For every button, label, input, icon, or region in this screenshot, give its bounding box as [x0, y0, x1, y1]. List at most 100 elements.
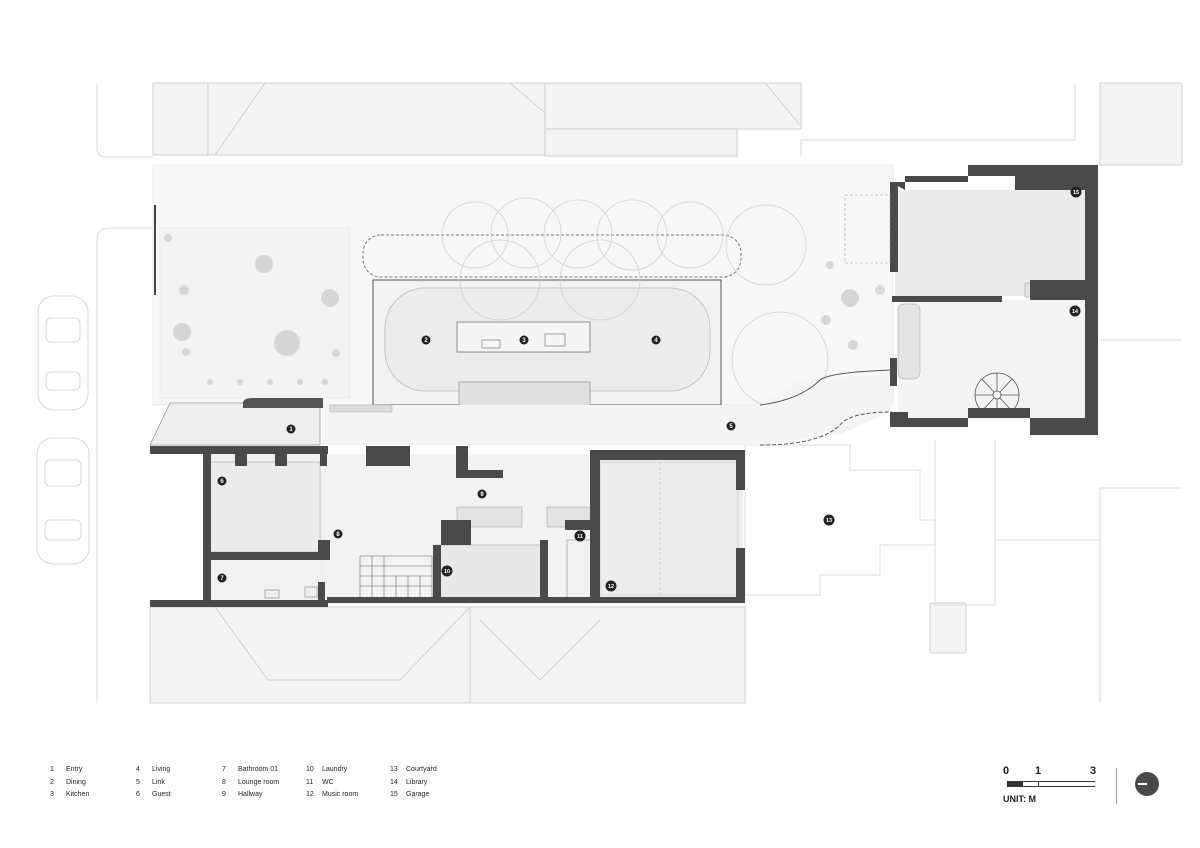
legend-label: Living	[152, 766, 171, 773]
legend-item: 8 Lounge room	[222, 777, 312, 790]
neighbour-buildings-north	[152, 82, 1183, 166]
shrub-icon	[164, 234, 885, 385]
legend-number: 8	[222, 778, 226, 786]
legend-item: 12 Music room	[306, 789, 396, 802]
room-marker-label: 8	[336, 532, 340, 538]
room-legend: 1 Entry 2 Dining 3 Kitchen 4 Living 5 Link 6 Guest 7…	[50, 764, 470, 804]
room-marker-label: 13	[826, 518, 832, 524]
scale-tick-3: 3	[1090, 765, 1097, 777]
legend-number: 15	[390, 791, 398, 798]
legend-label: Hallway	[238, 791, 263, 798]
room-marker-label: 6	[220, 479, 224, 485]
room-marker-14: 14	[1069, 305, 1081, 317]
legend-item: 3 Kitchen	[50, 789, 140, 802]
legend-item: 1 Entry	[50, 764, 140, 777]
legend-number: 4	[136, 766, 140, 773]
legend-label: Link	[152, 778, 165, 786]
legend-number: 3	[50, 791, 54, 798]
room-marker-11: 11	[574, 530, 586, 542]
room-marker-label: 4	[654, 338, 658, 344]
legend-number: 2	[50, 778, 54, 786]
scale-bar-graphic	[1007, 781, 1095, 787]
entry-link	[149, 369, 893, 446]
room-marker-label: 1	[289, 427, 293, 433]
legend-number: 5	[136, 778, 140, 786]
legend-column: 7 Bathroom 01 8 Lounge room 9 Hallway	[222, 764, 312, 802]
street-lines	[96, 83, 1182, 703]
room-marker-label: 10	[444, 569, 450, 575]
room-marker-12: 12	[605, 580, 617, 592]
legend-label: WC	[322, 778, 334, 786]
legend-column: 1 Entry 2 Dining 3 Kitchen	[50, 764, 140, 802]
legend-item: 5 Link	[136, 777, 226, 790]
legend-column: 4 Living 5 Link 6 Guest	[136, 764, 226, 802]
room-marker-label: 14	[1072, 309, 1079, 315]
room-marker-13: 13	[823, 514, 835, 526]
room-marker-label: 5	[729, 424, 733, 430]
legend-number: 7	[222, 766, 226, 773]
legend-number: 12	[306, 791, 314, 798]
legend-number: 11	[306, 778, 314, 786]
legend-label: Library	[406, 778, 428, 786]
scale-unit-label: UNIT: M	[1003, 794, 1036, 804]
room-marker-15: 15	[1070, 186, 1082, 198]
legend-label: Lounge room	[238, 778, 280, 786]
room-marker-label: 12	[608, 584, 614, 590]
main-house	[150, 446, 745, 607]
room-marker-label: 15	[1073, 190, 1079, 196]
legend-label: Guest	[152, 791, 171, 798]
room-marker-4: 4	[651, 335, 661, 345]
room-marker-10: 10	[441, 565, 453, 577]
north-arrow-icon	[1135, 772, 1159, 796]
legend-item: 14 Library	[390, 777, 480, 790]
legend-label: Laundry	[322, 766, 348, 773]
room-marker-6: 6	[217, 476, 227, 486]
room-marker-3: 3	[519, 335, 529, 345]
room-marker-1: 1	[286, 424, 296, 434]
legend-number: 9	[222, 791, 226, 798]
legend-item: 11 WC	[306, 777, 396, 790]
room-marker-9: 9	[477, 489, 487, 499]
legend-label: Garage	[406, 791, 430, 798]
room-marker-8: 8	[333, 529, 343, 539]
legend-number: 13	[390, 766, 398, 773]
room-marker-7: 7	[217, 573, 227, 583]
room-marker-5: 5	[726, 421, 736, 431]
legend-item: 6 Guest	[136, 789, 226, 802]
scale-tick-1: 1	[1035, 765, 1042, 777]
legend-item: 7 Bathroom 01	[222, 764, 312, 777]
courtyard	[744, 440, 1100, 606]
legend-label: Entry	[66, 766, 83, 773]
legend-item: 9 Hallway	[222, 789, 312, 802]
legend-label: Dining	[66, 778, 86, 786]
legend-item: 4 Living	[136, 764, 226, 777]
room-marker-label: 9	[480, 492, 484, 498]
legend-label: Kitchen	[66, 791, 90, 798]
scale-bar: 0 1 3 UNIT: M	[1003, 765, 1103, 810]
legend-label: Courtyard	[406, 766, 437, 773]
legend-item: 2 Dining	[50, 777, 140, 790]
legend-label: Music room	[322, 791, 359, 798]
neighbour-buildings-south	[149, 602, 967, 704]
room-marker-label: 11	[577, 534, 583, 540]
legend-item: 13 Courtyard	[390, 764, 480, 777]
legend-number: 10	[306, 766, 314, 773]
room-marker-2: 2	[421, 335, 431, 345]
legend-item: 15 Garage	[390, 789, 480, 802]
room-marker-label: 3	[522, 338, 526, 344]
car-outline-icon	[36, 295, 90, 565]
tree-canopy-icon	[441, 197, 829, 409]
garage-library	[844, 165, 1098, 435]
legend-column: 10 Laundry 11 WC 12 Music room	[306, 764, 396, 802]
legend-number: 6	[136, 791, 140, 798]
legend-number: 14	[390, 778, 398, 786]
room-marker-label: 2	[424, 338, 428, 344]
legend-label: Bathroom 01	[238, 766, 279, 773]
scale-tick-0: 0	[1003, 765, 1010, 777]
legend-column: 13 Courtyard 14 Library 15 Garage	[390, 764, 480, 802]
room-marker-label: 7	[220, 576, 224, 582]
legend-number: 1	[50, 766, 54, 773]
pavilion	[362, 234, 742, 413]
divider	[1116, 768, 1117, 804]
